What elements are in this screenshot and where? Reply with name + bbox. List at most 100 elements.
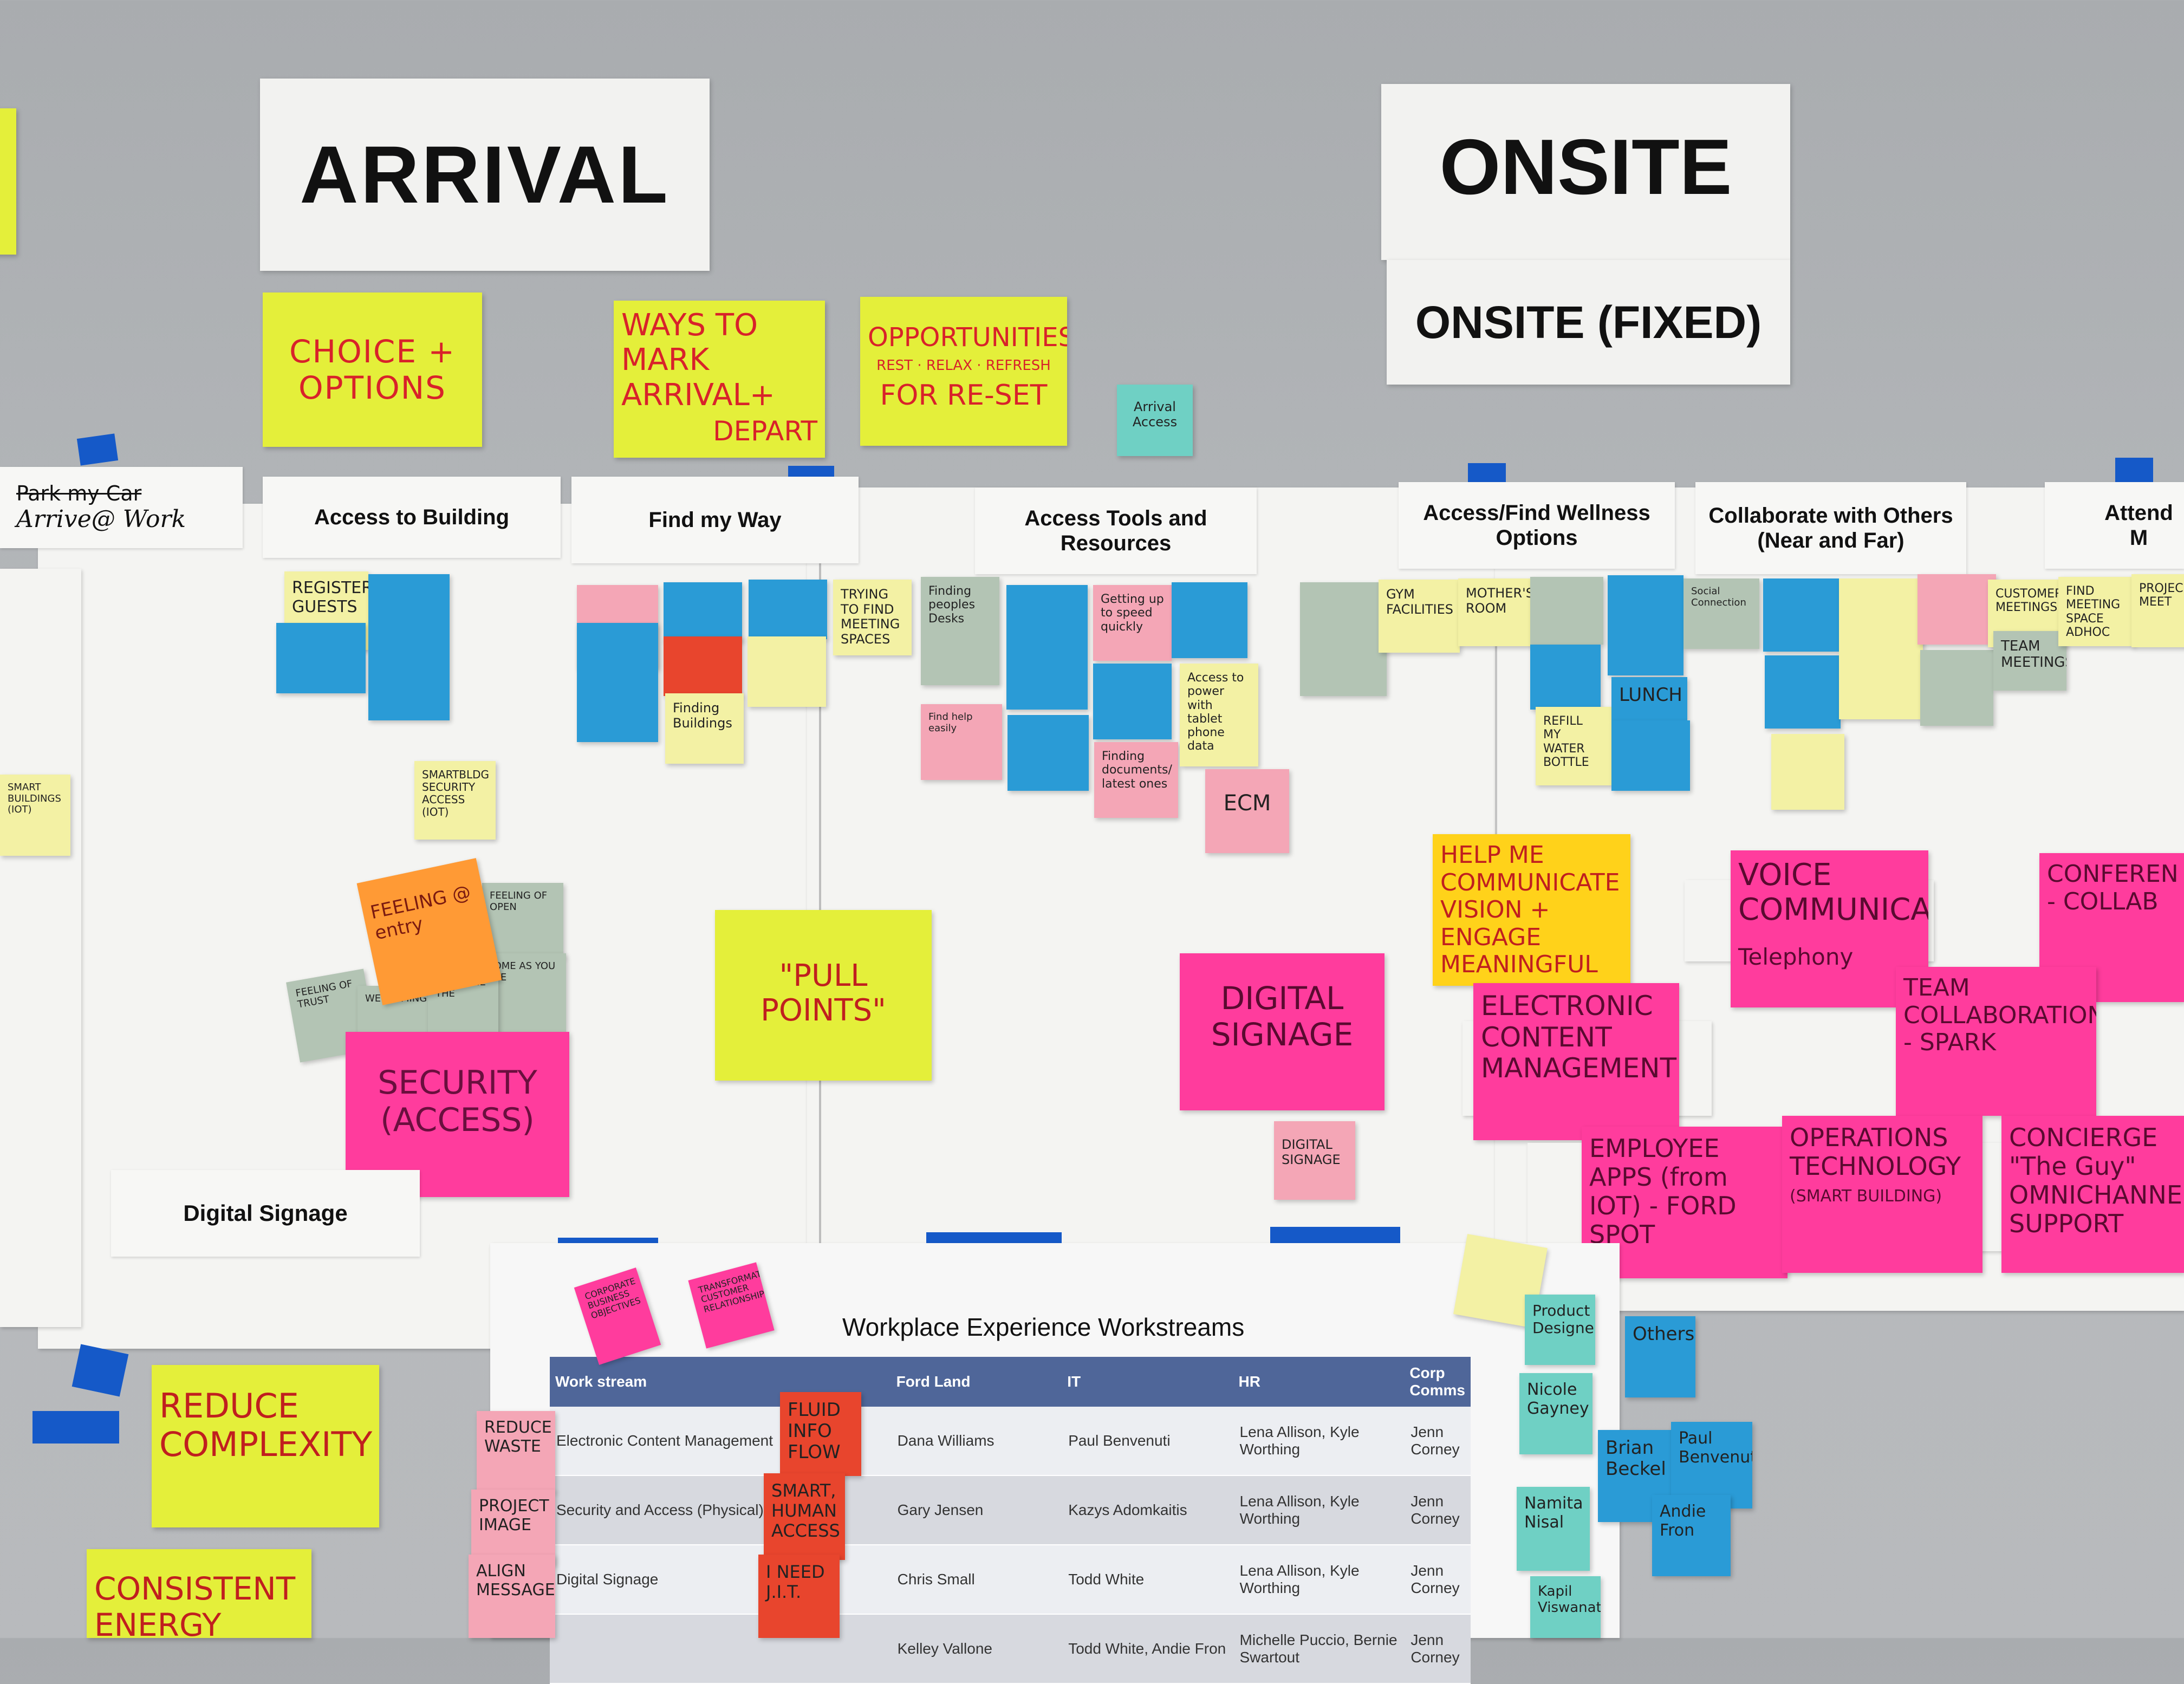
collab-note xyxy=(1839,578,1923,719)
blue-note xyxy=(1611,720,1690,791)
social-connection-note: Social Connection xyxy=(1683,578,1759,649)
project-image-note: PROJECT IMAGE xyxy=(471,1490,555,1565)
feeling-entry-note: FEELING @ entry xyxy=(356,858,502,1005)
team-collaboration-note: TEAM COLLABORATION - SPARK xyxy=(1896,967,2096,1116)
table-cell: Gary Jensen xyxy=(890,1475,1062,1545)
operations-technology-note: OPERATIONS TECHNOLOGY (SMART BUILDING) xyxy=(1782,1116,1982,1273)
blue-note xyxy=(1007,715,1089,791)
nicole-note: Nicole Gayney xyxy=(1519,1373,1592,1454)
locating-coworkers-note: Finding peoples Desks xyxy=(921,577,999,685)
mothers-room-note: MOTHER'S ROOM xyxy=(1458,578,1534,646)
column-park-arrive: Park my Car Arrive@ Work xyxy=(0,467,243,548)
project-meetings-note: PROJEC MEET xyxy=(2131,574,2184,647)
blue-note xyxy=(1172,582,1247,658)
arrive-at-work: Arrive@ Work xyxy=(16,505,186,533)
pull-points-note: "PULL POINTS" xyxy=(715,910,932,1081)
depart-text: DEPART xyxy=(713,415,817,447)
col-header: Ford Land xyxy=(890,1357,1062,1407)
i-need-jit-note: I NEED J.I.T. xyxy=(758,1555,840,1638)
blue-note xyxy=(1530,645,1601,710)
table-cell: Dana Williams xyxy=(890,1407,1062,1476)
arrival-access-note: Arrival Access xyxy=(1117,385,1193,456)
trying-to-find-note: TRYING TO FIND MEETING SPACES xyxy=(833,580,912,655)
voice-communication-note: VOICE COMMUNICATION Telephony xyxy=(1731,850,1928,1007)
table-row: Digital Signage Chris Small Todd White L… xyxy=(550,1545,1471,1615)
table-cell: Kelley Vallone xyxy=(890,1614,1062,1684)
smart-human-note: SMART, HUMAN ACCESS xyxy=(764,1473,845,1560)
table-cell: Jenn Corney xyxy=(1404,1475,1471,1545)
blue-note xyxy=(276,623,366,693)
blue-note xyxy=(368,574,450,720)
ecm-small-note: ECM xyxy=(1205,769,1289,853)
brian-note: Brian Beckel xyxy=(1598,1430,1674,1522)
kapil-note: Kapil Viswanathan xyxy=(1530,1576,1601,1638)
paul-note: Paul Benvenuti xyxy=(1671,1422,1752,1509)
blue-note xyxy=(1093,664,1172,739)
table-cell: Paul Benvenuti xyxy=(1062,1407,1233,1476)
table-cell: Jenn Corney xyxy=(1404,1545,1471,1615)
consistent-energy-note: CONSISTENT ENERGY xyxy=(87,1549,311,1638)
finding-documents-note: Finding documents/ latest ones xyxy=(1094,742,1178,818)
tape xyxy=(1468,463,1506,485)
gym-note: GYM FACILITIES xyxy=(1379,580,1460,653)
refill-note: REFILL MY WATER BOTTLE xyxy=(1536,707,1611,785)
table-cell: Jenn Corney xyxy=(1404,1614,1471,1684)
food-note xyxy=(1530,577,1603,645)
blue-note xyxy=(664,582,742,642)
feeling-openness-note: FEELING OF OPEN xyxy=(482,883,563,959)
opportunities-sub: REST · RELAX · REFRESH xyxy=(876,357,1051,374)
table-cell: Lena Allison, Kyle Worthing xyxy=(1233,1475,1405,1545)
column-collaborate: Collaborate with Others (Near and Far) xyxy=(1695,482,1966,574)
employee-apps-note: EMPLOYEE APPS (from IOT) - FORD SPOT xyxy=(1582,1127,1787,1278)
table-cell: Kazys Adomkaitis xyxy=(1062,1475,1233,1545)
ecm-note: ELECTRONIC CONTENT MANAGEMENT xyxy=(1473,983,1679,1140)
ways-text: WAYS TO MARK ARRIVAL+ xyxy=(621,308,775,413)
blue-note xyxy=(1006,585,1088,710)
table-row: Kelley Vallone Todd White, Andie Fron Mi… xyxy=(550,1614,1471,1684)
smart-buildings-note: SMART BUILDINGS (IOT) xyxy=(0,775,70,856)
table-cell: Todd White xyxy=(1062,1545,1233,1615)
ops-text: OPERATIONS TECHNOLOGY xyxy=(1790,1123,1961,1181)
fluid-info-note: FLUID INFO FLOW xyxy=(780,1392,861,1476)
blue-note xyxy=(1765,655,1841,729)
lunch-note: LUNCH xyxy=(1611,677,1687,720)
blue-note xyxy=(1608,575,1683,675)
tape xyxy=(32,1411,119,1444)
table-cell xyxy=(550,1614,891,1684)
work-together-note xyxy=(1771,734,1844,810)
table-row: Security and Access (Physical) Gary Jens… xyxy=(550,1475,1471,1545)
ops-sub: (SMART BUILDING) xyxy=(1790,1186,1942,1206)
table-cell: Michelle Puccio, Bernie Swartout xyxy=(1233,1614,1405,1684)
opportunities-note: OPPORTUNITIES REST · RELAX · REFRESH FOR… xyxy=(860,297,1067,446)
opportunities-text: OPPORTUNITIES xyxy=(868,322,1067,353)
table-cell: Lena Allison, Kyle Worthing xyxy=(1233,1545,1405,1615)
getting-up-note: Getting up to speed quickly xyxy=(1093,585,1172,661)
reduce-waste-note: REDUCE WASTE xyxy=(477,1411,555,1492)
table-cell: Chris Small xyxy=(890,1545,1062,1615)
arrival-header: ARRIVAL xyxy=(260,79,710,271)
column-attend: Attend M xyxy=(2045,482,2184,569)
workstreams-table: Work stream Ford Land IT HR Corp Comms E… xyxy=(550,1357,1471,1684)
access-power-note: Access to power with tablet phone data xyxy=(1180,664,1258,766)
col-header: HR xyxy=(1233,1357,1405,1407)
reduce-complexity-note: REDUCE COMPLEXITY xyxy=(152,1365,379,1527)
onsite-fixed-header: ONSITE (FIXED) xyxy=(1387,260,1790,385)
table-cell: Todd White, Andie Fron xyxy=(1062,1614,1233,1684)
reset-text: FOR RE-SET xyxy=(880,379,1048,412)
find-collab-note xyxy=(1920,650,1993,726)
blue-note xyxy=(577,623,658,742)
team-meetings-note: TEAM MEETINGS xyxy=(1993,631,2066,691)
ways-to-mark-note: WAYS TO MARK ARRIVAL+ DEPART xyxy=(614,301,825,458)
column-access-building: Access to Building xyxy=(263,477,561,558)
workstreams-table-wrap: Work stream Ford Land IT HR Corp Comms E… xyxy=(550,1357,1471,1684)
column-divider xyxy=(819,542,821,1246)
table-row: Electronic Content Management Dana Willi… xyxy=(550,1407,1471,1476)
red-note xyxy=(664,636,742,696)
being-able-note xyxy=(1917,574,1996,645)
security-access-note: SECURITY (ACCESS) xyxy=(346,1032,569,1197)
park-my-car: Park my Car xyxy=(16,481,142,505)
finding-buildings-note: Finding Buildings xyxy=(665,693,744,764)
wellbeing-note xyxy=(1300,582,1387,696)
edge-note xyxy=(0,108,16,255)
digital-signage-label: Digital Signage xyxy=(111,1170,420,1257)
